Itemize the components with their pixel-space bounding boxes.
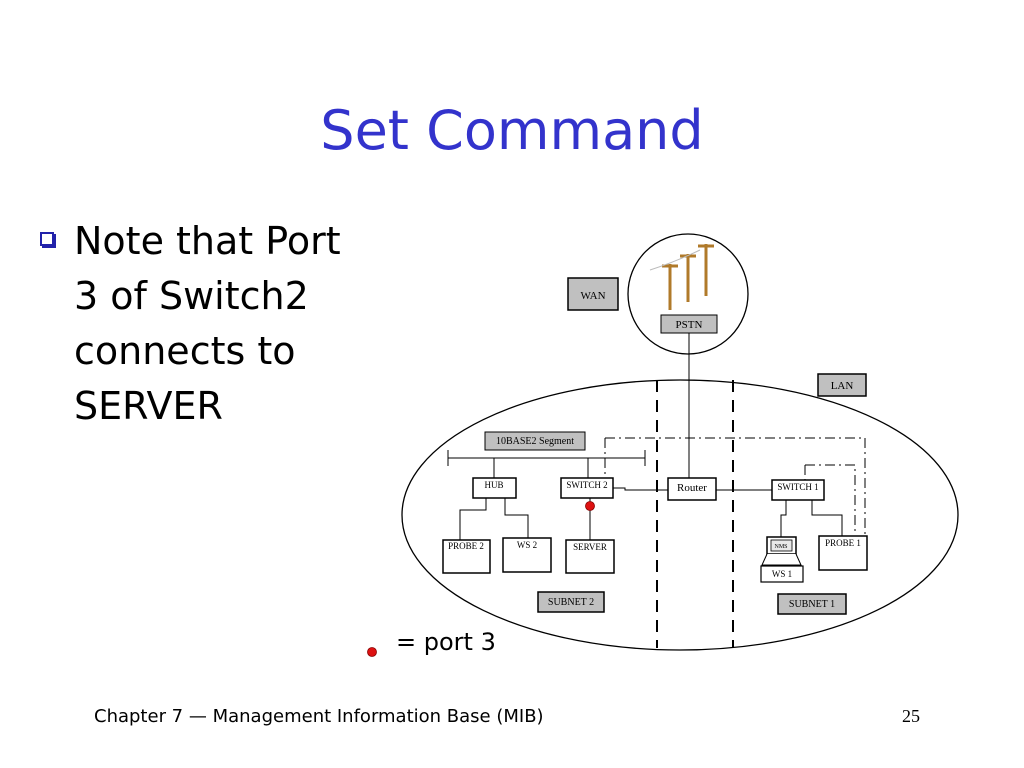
ws2-label: WS 2 (517, 540, 537, 550)
slide-title: Set Command (320, 99, 704, 162)
switch1-probe1-link (811, 500, 843, 536)
lan-label: LAN (831, 380, 854, 392)
subnet1-label: SUBNET 1 (789, 599, 835, 610)
switch2-router-link (613, 487, 670, 491)
hub-probe2-link (459, 498, 487, 540)
checkbox-bullet-icon (40, 232, 54, 246)
lan-box (817, 373, 867, 397)
subnet2-box (537, 591, 605, 613)
switch1-nms-link (780, 500, 787, 538)
ws1-label: WS 1 (772, 569, 792, 579)
hub-box (472, 477, 517, 499)
subnet1-box (777, 593, 847, 615)
hub-label: HUB (484, 480, 503, 490)
ws1-box (760, 565, 804, 583)
probe1-label: PROBE 1 (825, 538, 861, 548)
switch2-label: SWITCH 2 (566, 480, 607, 490)
switch1-label: SWITCH 1 (777, 482, 818, 492)
bullet-text: Note that Port 3 of Switch2 connects to … (74, 219, 341, 428)
dash-dot-link-inner (805, 464, 856, 535)
legend-text: = port 3 (396, 628, 496, 656)
server-label: SERVER (573, 542, 607, 552)
nms-label: NMS (774, 544, 787, 550)
subnet2-label: SUBNET 2 (548, 597, 594, 608)
lan-ellipse (401, 379, 959, 651)
ws2-box (502, 537, 552, 573)
router-label: Router (677, 482, 707, 494)
telephone-poles-icon (649, 244, 714, 310)
probe2-box (442, 539, 491, 574)
segment-label: 10BASE2 Segment (496, 436, 574, 447)
nms-workstation-icon (761, 536, 802, 566)
segment-box (484, 431, 586, 451)
router-box (667, 477, 717, 501)
port3-marker (585, 501, 595, 511)
pstn-label: PSTN (676, 319, 703, 331)
footer-chapter: Chapter 7 — Management Information Base … (94, 706, 544, 727)
wan-label: WAN (580, 290, 605, 302)
hub-ws2-link (504, 498, 529, 540)
probe2-label: PROBE 2 (448, 541, 484, 551)
page-number: 25 (902, 706, 920, 726)
switch1-box (771, 479, 825, 501)
legend-port-marker (367, 647, 377, 657)
dash-dot-link-outer (605, 437, 866, 535)
wan-box (567, 277, 619, 311)
server-box (565, 539, 615, 574)
probe1-box (818, 535, 868, 571)
